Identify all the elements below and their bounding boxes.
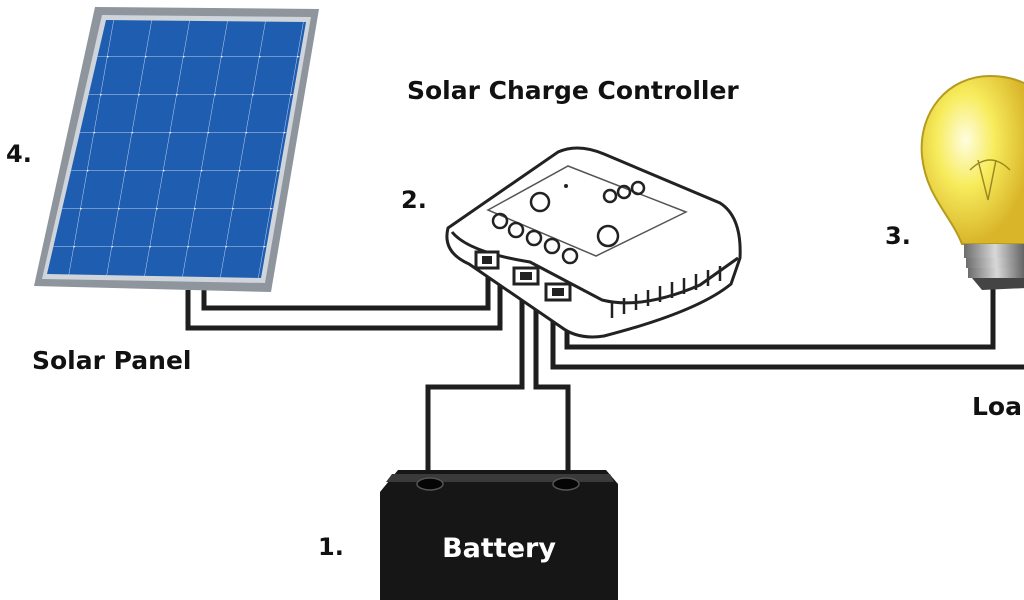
panel-wire-inner — [201, 262, 491, 311]
battery-icon — [380, 470, 618, 600]
solar-panel-label: Solar Panel — [32, 346, 192, 375]
controller-label: Solar Charge Controller — [407, 76, 739, 105]
panel-number: 4. — [6, 140, 32, 168]
load-number: 3. — [885, 222, 911, 250]
light-bulb-icon — [920, 74, 1024, 290]
battery-wire-right — [533, 280, 571, 476]
battery-label: Battery — [442, 533, 556, 564]
solar-panel-icon — [34, 7, 319, 292]
load-label: Loa — [972, 392, 1022, 421]
panel-wire-outer — [185, 270, 503, 331]
battery-wire-left — [425, 280, 525, 476]
charge-controller-icon — [445, 146, 742, 339]
controller-number: 2. — [401, 186, 427, 214]
battery-number: 1. — [318, 533, 344, 561]
